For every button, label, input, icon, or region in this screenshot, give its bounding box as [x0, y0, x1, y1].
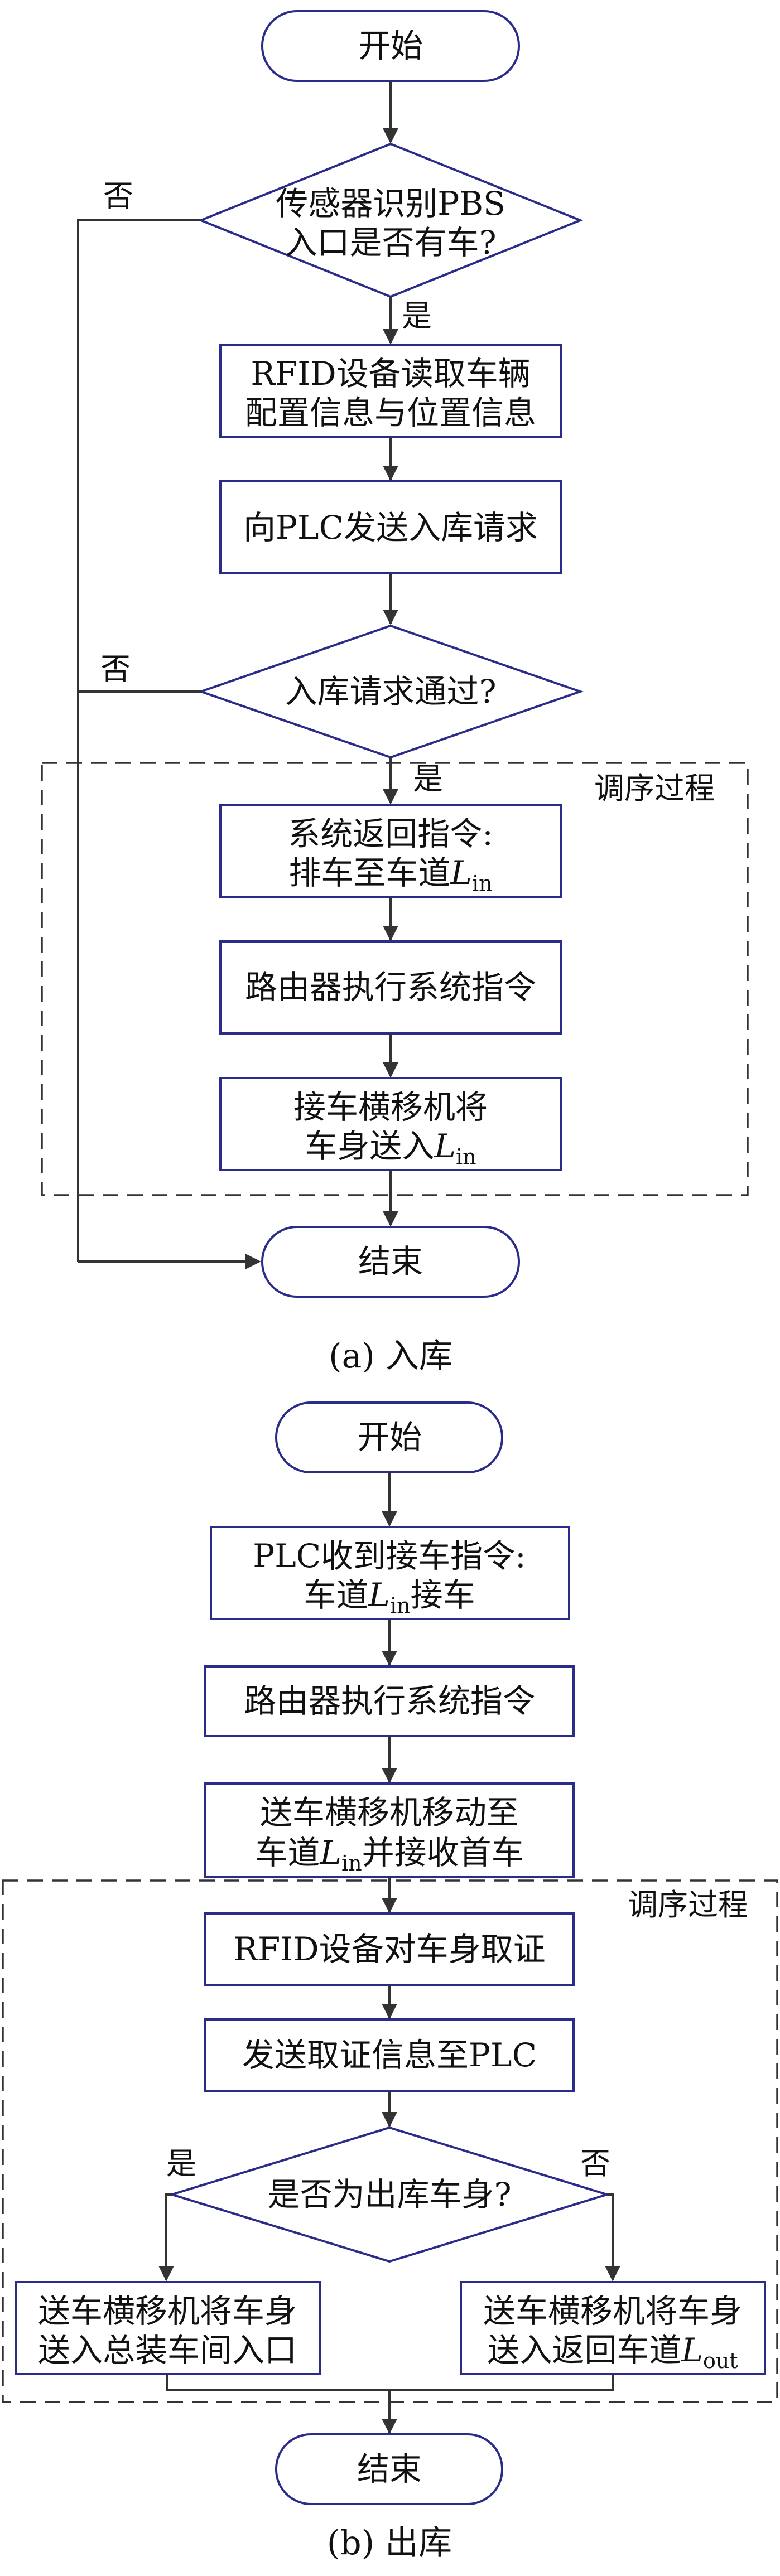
b-left-line1: 送车横移机将车身	[38, 2292, 297, 2330]
a-return-cmd-line1: 系统返回指令:	[288, 815, 493, 853]
a-reorder-region	[41, 762, 749, 1196]
b-send-move-line2-suffix: 并接收首车	[362, 1834, 524, 1872]
b-send-move-lane-var: L	[319, 1834, 341, 1872]
b-decision-outbound	[168, 2126, 611, 2263]
b-end-terminal	[275, 2433, 503, 2505]
b-edge-no-path	[605, 2193, 620, 2282]
diagram-b-outbound: 开始 PLC收到接车指令: 车道Lin接车 路由器执行系统指令 送车横移机移动至…	[2, 1401, 778, 2563]
b-send-move-lane-sub: in	[341, 1851, 362, 1876]
a-lane-var: L	[450, 854, 472, 892]
diagram-a-inbound: 开始 传感器识别PBS 入口是否有车? 否 是 RFID设备读取车辆 配置信息与…	[41, 10, 749, 1376]
b-plc-receive-line2-suffix: 接车	[411, 1576, 475, 1614]
b-edge-yes-path	[158, 2193, 174, 2282]
b-caption: (b) 出库	[327, 2524, 452, 2563]
a-decision-sensor-line1: 传感器识别PBS	[276, 185, 505, 223]
a-plc-request-box	[219, 480, 562, 574]
a-return-cmd-box	[219, 804, 562, 898]
a-shuttle-line2: 车身送入Lin	[305, 1127, 476, 1169]
b-send-move-box	[204, 1782, 575, 1878]
a-no-label-1: 否	[103, 178, 133, 214]
a-shuttle-lane-var: L	[434, 1127, 456, 1165]
b-plc-receive-line2-prefix: 车道	[304, 1576, 368, 1614]
b-left-line2: 送入总装车间入口	[38, 2331, 297, 2369]
b-rfid-verify-box	[204, 1912, 575, 1986]
b-router-box	[204, 1665, 575, 1737]
a-shuttle-line2-prefix: 车身送入	[305, 1127, 434, 1165]
b-send-move-line2: 车道Lin并接收首车	[255, 1834, 523, 1876]
a-plc-request-text: 向PLC发送入库请求	[243, 509, 538, 547]
b-right-result-box	[460, 2281, 766, 2375]
b-send-info-box	[204, 2018, 575, 2092]
a-decision-sensor-line2: 入口是否有车?	[285, 224, 496, 262]
b-plc-lane-sub: in	[390, 1593, 411, 1618]
b-plc-lane-var: L	[368, 1576, 390, 1614]
a-end-terminal	[261, 1226, 520, 1298]
a-shuttle-lane-sub: in	[456, 1144, 476, 1169]
a-shuttle-line1: 接车横移机将	[293, 1088, 488, 1126]
a-start-text: 开始	[358, 27, 423, 65]
a-lane-sub-in: in	[472, 871, 493, 896]
b-send-move-line2-prefix: 车道	[255, 1834, 320, 1872]
b-plc-receive-line2: 车道Lin接车	[304, 1576, 475, 1618]
b-yes-label: 是	[166, 2146, 196, 2181]
b-plc-receive-box	[210, 1526, 570, 1620]
a-yes-label-2: 是	[413, 761, 443, 796]
b-decision-outbound-text: 是否为出库车身?	[267, 2176, 511, 2213]
b-no-label: 否	[580, 2146, 610, 2181]
a-router-text: 路由器执行系统指令	[245, 968, 536, 1006]
b-right-line2: 送入返回车道Lout	[487, 2331, 738, 2373]
b-region-label: 调序过程	[628, 1887, 748, 1922]
b-rfid-verify-text: RFID设备对车身取证	[233, 1930, 545, 1968]
a-rfid-box	[219, 344, 562, 438]
b-right-line2-prefix: 送入返回车道	[487, 2331, 681, 2369]
a-return-cmd-line2-prefix: 排车至车道	[288, 854, 450, 892]
a-return-cmd-line2: 排车至车道Lin	[288, 854, 492, 896]
b-plc-receive-line1: PLC收到接车指令:	[253, 1537, 526, 1575]
b-send-info-text: 发送取证信息至PLC	[242, 2036, 537, 2074]
a-shuttle-box	[219, 1077, 562, 1171]
a-router-box	[219, 940, 562, 1035]
a-region-label: 调序过程	[594, 771, 715, 806]
b-send-move-line1: 送车横移机移动至	[260, 1794, 519, 1831]
b-right-line1: 送车横移机将车身	[483, 2292, 742, 2330]
a-yes-label-1: 是	[402, 298, 432, 334]
a-rfid-line1: RFID设备读取车辆	[251, 355, 530, 393]
b-end-text: 结束	[357, 2450, 422, 2488]
a-caption: (a) 入库	[329, 1337, 452, 1376]
b-right-lane-var: L	[681, 2331, 703, 2369]
a-no-label-2: 否	[100, 651, 131, 687]
b-router-text: 路由器执行系统指令	[244, 1682, 535, 1720]
b-edge-merge	[166, 2374, 614, 2391]
b-start-text: 开始	[357, 1418, 422, 1456]
b-left-result-box	[15, 2281, 321, 2375]
a-end-text: 结束	[358, 1243, 423, 1280]
a-edge-no-path-1	[77, 219, 201, 1262]
a-rfid-line2: 配置信息与位置信息	[245, 394, 536, 432]
a-decision-pass-text: 入库请求通过?	[285, 673, 496, 711]
b-right-lane-sub: out	[703, 2348, 738, 2373]
